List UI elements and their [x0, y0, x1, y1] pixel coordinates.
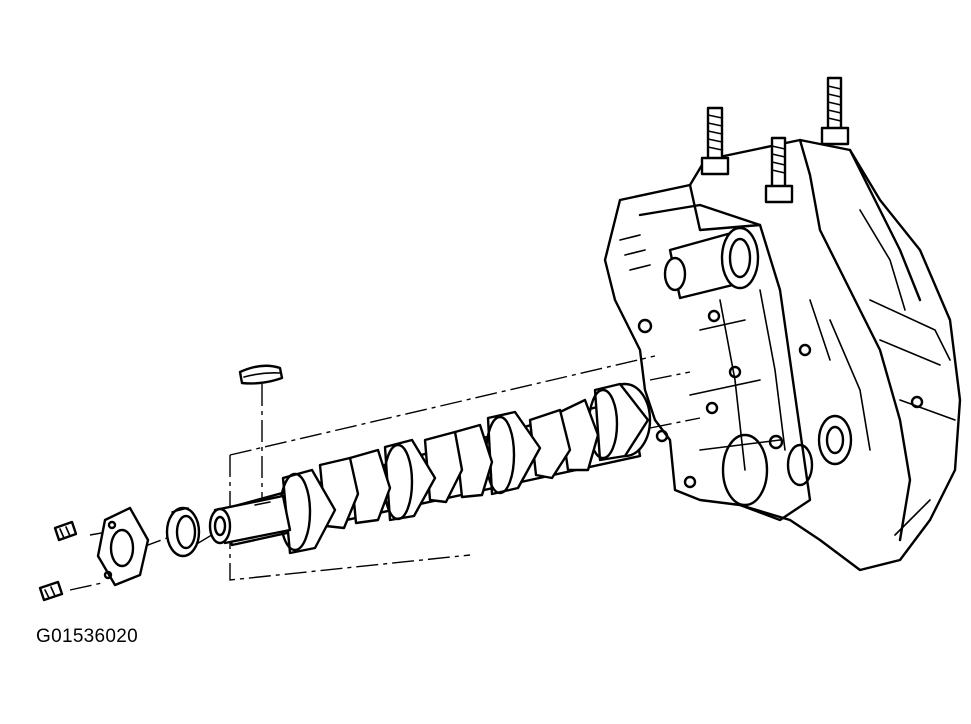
figure-id-label: G01536020	[36, 626, 139, 647]
seal-ring	[165, 506, 201, 558]
woodruff-key	[238, 364, 284, 385]
thrust-plate-bolts	[38, 520, 78, 602]
cylinder-head-studs	[700, 76, 850, 204]
engine-block	[603, 76, 962, 572]
camshaft	[208, 382, 652, 555]
thrust-plate	[96, 506, 150, 587]
